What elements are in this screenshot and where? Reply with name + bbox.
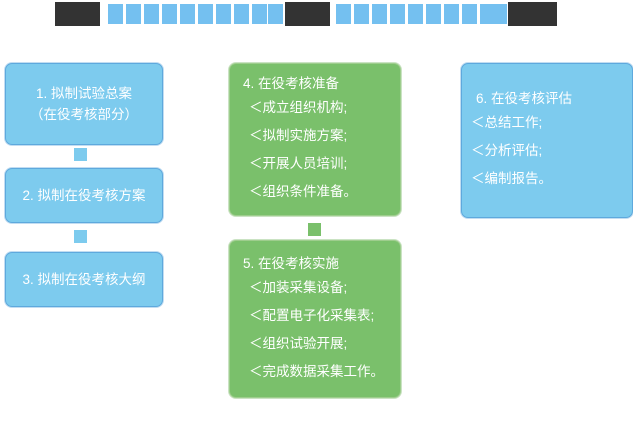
redaction-blue-square	[480, 4, 495, 24]
connector-node1-to-node2	[74, 148, 87, 161]
flow-node-5-item: ＜组织试验开展;	[249, 335, 348, 351]
redaction-blue-square	[354, 4, 369, 24]
redaction-blue-square	[198, 4, 213, 24]
flow-node-6-item: ＜总结工作;	[471, 115, 543, 130]
redaction-blue-square	[444, 4, 459, 24]
redaction-blue-square	[492, 4, 507, 24]
flow-node-2-title: 2. 拟制在役考核方案	[22, 188, 146, 203]
connector-node2-to-node3	[74, 230, 87, 243]
redaction-blue-square	[268, 4, 283, 24]
flow-node-5[interactable]: 5. 在役考核实施 ＜加装采集设备; ＜配置电子化采集表; ＜组织试验开展; ＜…	[229, 240, 401, 398]
flow-node-5-item: ＜完成数据采集工作。	[249, 363, 384, 379]
flow-node-1-subtitle: （在役考核部分）	[30, 107, 138, 122]
flow-node-3[interactable]: 3. 拟制在役考核大纲	[5, 252, 163, 307]
flow-node-4-item: ＜成立组织机构;	[249, 100, 348, 115]
redaction-blue-square	[426, 4, 441, 24]
flow-node-6-item: ＜分析评估;	[471, 143, 543, 158]
redaction-dark-block	[508, 2, 557, 26]
redaction-blue-square	[144, 4, 159, 24]
flow-node-1-title: 1. 拟制试验总案	[35, 86, 132, 101]
flow-node-4[interactable]: 4. 在役考核准备 ＜成立组织机构; ＜拟制实施方案; ＜开展人员培训; ＜组织…	[229, 63, 401, 216]
flow-node-4-item: ＜拟制实施方案;	[249, 128, 348, 143]
redaction-blue-square	[390, 4, 405, 24]
redacted-header-band	[0, 0, 633, 30]
redaction-blue-square	[162, 4, 177, 24]
redaction-blue-square	[336, 4, 351, 24]
flow-node-5-item: ＜配置电子化采集表;	[249, 307, 375, 323]
flow-node-1[interactable]: 1. 拟制试验总案 （在役考核部分）	[5, 63, 163, 145]
redaction-blue-square	[252, 4, 267, 24]
connector-node4-to-node5	[308, 223, 321, 236]
redaction-blue-square	[126, 4, 141, 24]
flow-node-2[interactable]: 2. 拟制在役考核方案	[5, 168, 163, 223]
flow-node-6[interactable]: 6. 在役考核评估 ＜总结工作; ＜分析评估; ＜编制报告。	[461, 63, 633, 218]
redaction-blue-square	[216, 4, 231, 24]
flow-node-5-item: ＜加装采集设备;	[249, 279, 348, 295]
redaction-dark-block	[55, 2, 100, 26]
redaction-blue-square	[372, 4, 387, 24]
flow-node-5-title: 5. 在役考核实施	[243, 255, 340, 271]
redaction-blue-square	[108, 4, 123, 24]
redaction-blue-square	[234, 4, 249, 24]
redaction-blue-square	[408, 4, 423, 24]
redaction-blue-square	[180, 4, 195, 24]
redaction-blue-square	[462, 4, 477, 24]
redaction-dark-block	[285, 2, 330, 26]
flow-node-4-item: ＜开展人员培训;	[249, 156, 348, 171]
flow-node-4-title: 4. 在役考核准备	[243, 76, 340, 91]
flow-node-6-title: 6. 在役考核评估	[476, 91, 573, 106]
flow-node-6-item: ＜编制报告。	[471, 171, 552, 186]
flow-node-4-item: ＜组织条件准备。	[249, 184, 357, 199]
flow-node-3-title: 3. 拟制在役考核大纲	[22, 272, 146, 287]
